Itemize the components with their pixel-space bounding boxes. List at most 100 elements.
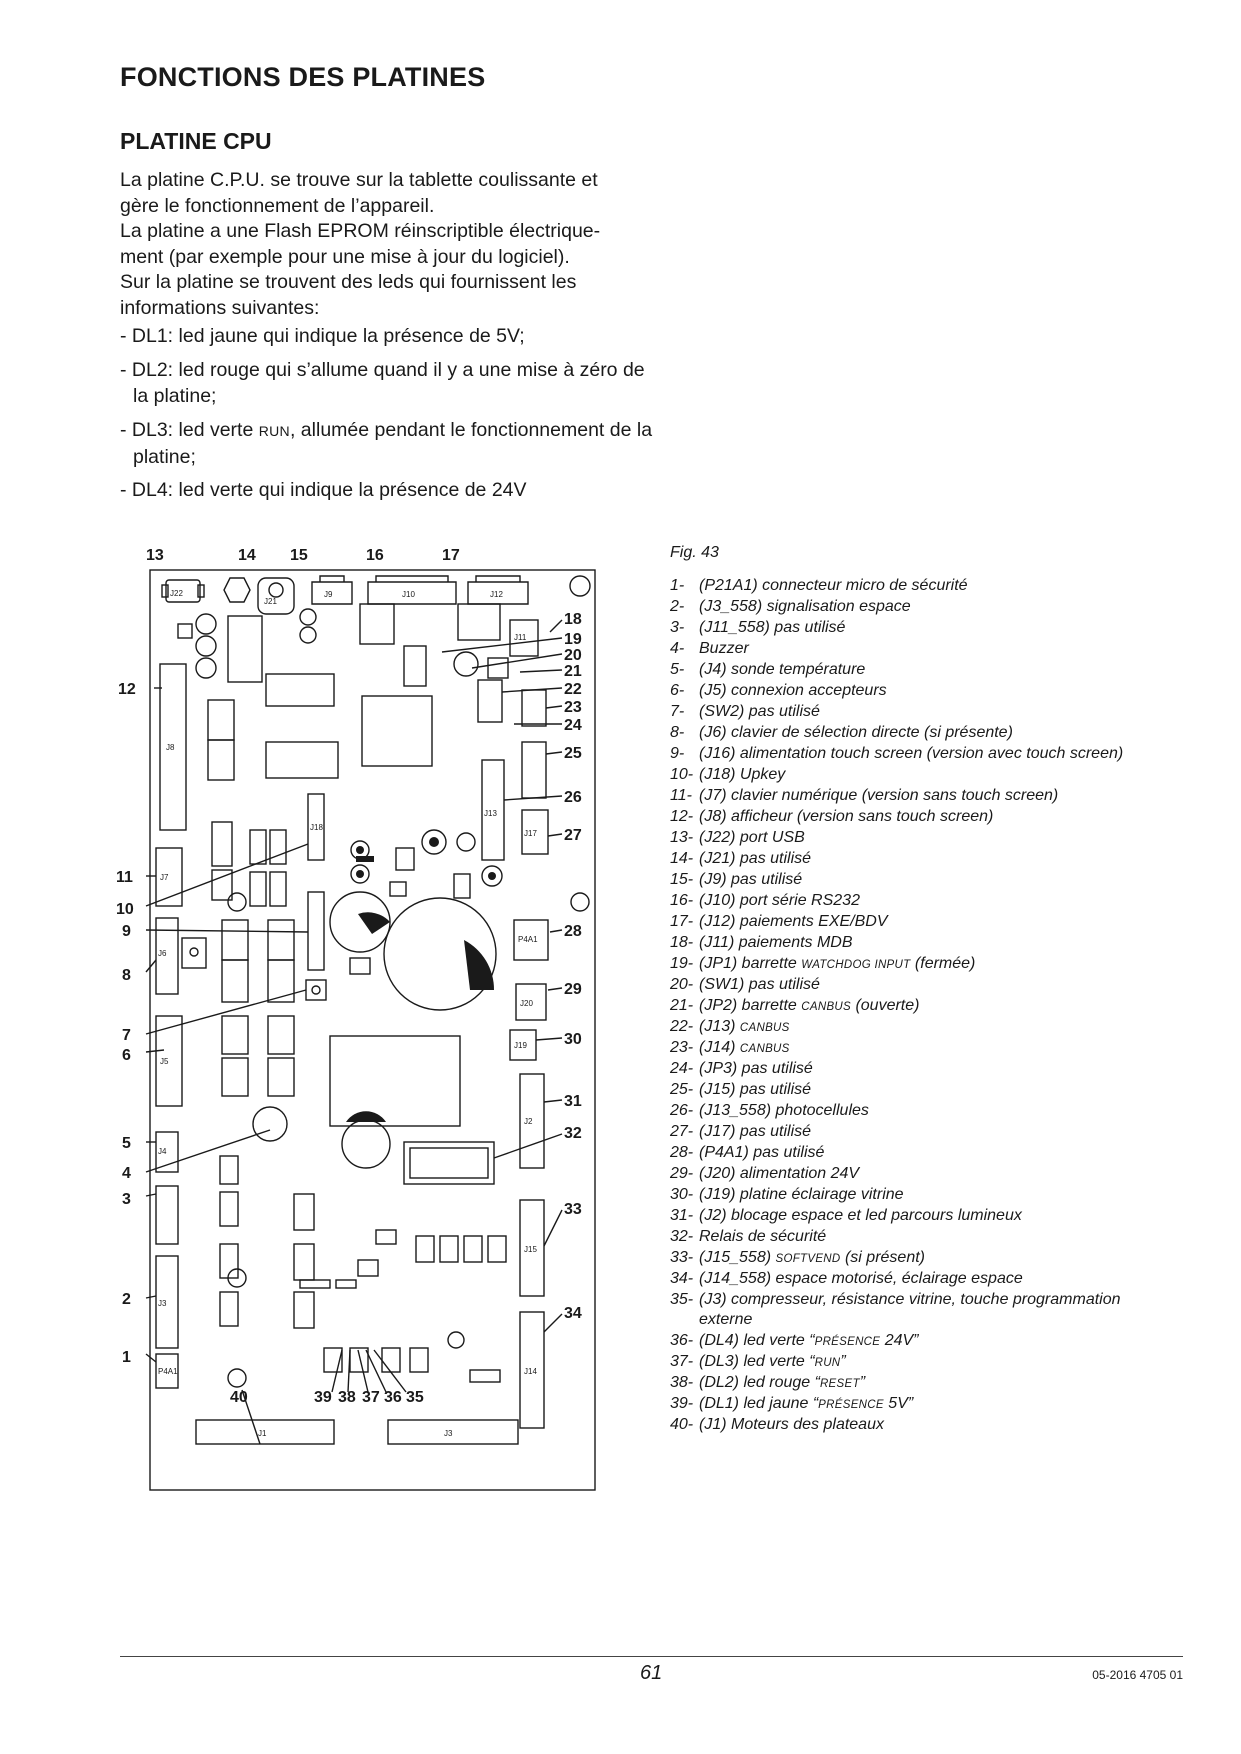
legend-text: (J3_558) signalisation espace (699, 598, 911, 615)
legend-text: ” (859, 1374, 866, 1391)
legend-number: 13- (670, 829, 694, 846)
legend-text: CANBUS (801, 1001, 851, 1013)
mount-hole (569, 575, 591, 597)
callout-33: 33 (564, 1201, 582, 1218)
legend-item: 38- (DL2) led rouge “RESET” (670, 1373, 1150, 1394)
safety-relay (403, 1141, 495, 1185)
callout-12: 12 (118, 681, 136, 698)
connector-j9 (311, 575, 353, 605)
legend-text: (J8) afficheur (version sans touch scree… (699, 808, 994, 825)
legend-number: 31- (670, 1207, 694, 1224)
connector-j19 (509, 1029, 537, 1061)
legend-number: 11- (670, 787, 692, 804)
silk-j2: J2 (524, 1117, 533, 1126)
legend-text: 24V” (880, 1332, 919, 1349)
legend-text: (J6) clavier de sélection directe (si pr… (699, 724, 1013, 741)
legend-number: 22- (670, 1018, 694, 1035)
legend-item: 23-(J14) CANBUS (670, 1038, 1150, 1059)
legend-text: (J21) pas utilisé (699, 850, 812, 867)
legend-text: CANBUS (739, 1043, 790, 1055)
legend-item: 19-(JP1) barrette WATCHDOG INPUT (fermée… (670, 954, 1150, 975)
legend-number: 27- (670, 1123, 694, 1140)
legend-number: 35- (670, 1291, 694, 1308)
legend-number: 3- (670, 619, 685, 636)
connector-p21a1 (155, 1353, 179, 1389)
legend-item: 1-(P21A1) connecteur micro de sécurité (670, 576, 1150, 597)
legend-item: 6-(J5) connexion accepteurs (670, 681, 1150, 702)
connector-j11-558 (155, 1185, 179, 1245)
legend-item: 39-(DL1) led jaune “PRÉSENCE 5V” (670, 1394, 1150, 1415)
legend-number: 30- (670, 1186, 694, 1203)
silk-j4: J4 (158, 1147, 167, 1156)
connector-j18 (307, 793, 325, 861)
legend-text: (J1) Moteurs des plateaux (699, 1416, 884, 1433)
silk-j15: J15 (524, 1245, 537, 1254)
callout-17: 17 (442, 547, 460, 564)
silk-j19: J19 (514, 1041, 527, 1050)
connector-j13 (477, 679, 503, 723)
callout-30: 30 (564, 1031, 582, 1048)
connector-j2 (519, 1073, 545, 1169)
callout-40: 40 (230, 1389, 248, 1406)
legend-item: 18-(J11) paiements MDB (670, 933, 1150, 954)
legend-item: 13-(J22) port USB (670, 828, 1150, 849)
legend-number: 23- (670, 1039, 694, 1056)
legend-text: (J9) pas utilisé (699, 871, 803, 888)
legend-item: 29-(J20) alimentation 24V (670, 1164, 1150, 1185)
silk-j5: J5 (160, 1057, 169, 1066)
legend-item: 9-(J16) alimentation touch screen (versi… (670, 744, 1150, 765)
silk-j22: J22 (170, 589, 183, 598)
legend-number: 2- (670, 598, 685, 615)
legend-text: (DL1) led jaune “ (699, 1395, 819, 1412)
legend-text: PRÉSENCE (818, 1399, 884, 1411)
silk-j3-558: J3 (158, 1299, 167, 1308)
led-item-dl3: - DL3: led verte RUN, allumée pendant le… (120, 419, 653, 468)
legend-number: 16- (670, 892, 694, 909)
callout-22: 22 (564, 681, 582, 698)
legend-number: 28- (670, 1144, 694, 1161)
legend-text: (P21A1) connecteur micro de sécurité (699, 577, 968, 594)
callout-18: 18 (564, 611, 582, 628)
legend-number: 15- (670, 871, 694, 888)
callout-10: 10 (116, 901, 134, 918)
callout-37: 37 (362, 1389, 380, 1406)
legend-item: 26-(J13_558) photocellules (670, 1101, 1150, 1122)
legend-number: 20- (670, 976, 694, 993)
callout-38: 38 (338, 1389, 356, 1406)
connector-j1 (195, 1419, 335, 1445)
legend-number: 7- (670, 703, 685, 720)
connector-j4 (155, 1131, 179, 1173)
legend-text: (J18) Upkey (699, 766, 786, 783)
legend-number: 10- (670, 766, 694, 783)
callout-20: 20 (564, 647, 582, 664)
connector-j10 (367, 575, 457, 605)
legend-item: 12-(J8) afficheur (version sans touch sc… (670, 807, 1150, 828)
legend-number: 5- (670, 661, 685, 678)
legend-item: 40-(J1) Moteurs des plateaux (670, 1415, 1150, 1436)
legend-number: 18- (670, 934, 694, 951)
legend-text: RESET (819, 1378, 860, 1390)
callout-23: 23 (564, 699, 582, 716)
callout-29: 29 (564, 981, 582, 998)
legend-text: (SW1) pas utilisé (699, 976, 820, 993)
callout-24: 24 (564, 717, 582, 734)
doc-reference: 05-2016 4705 01 (1092, 1668, 1183, 1682)
legend-text: (J15_558) (699, 1249, 776, 1266)
legend-number: 32- (670, 1228, 694, 1245)
footer-rule (120, 1656, 1183, 1657)
legend-number: 38- (670, 1374, 694, 1391)
connector-j12 (467, 575, 529, 605)
legend-text: (SW2) pas utilisé (699, 703, 820, 720)
callout-27: 27 (564, 827, 582, 844)
callout-39: 39 (314, 1389, 332, 1406)
mount-hole (227, 892, 247, 912)
legend-item: 3-(J11_558) pas utilisé (670, 618, 1150, 639)
legend-item: 10- (J18) Upkey (670, 765, 1150, 786)
silk-j14: J14 (524, 1367, 537, 1376)
callout-13: 13 (146, 547, 164, 564)
legend-item: 33-(J15_558) SOFTVEND (si présent) (670, 1248, 1150, 1269)
legend-text: ” (840, 1353, 846, 1370)
legend-number: 29- (670, 1165, 694, 1182)
legend-text: (J13) (699, 1018, 740, 1035)
legend-text: (DL2) led rouge “ (699, 1374, 820, 1391)
